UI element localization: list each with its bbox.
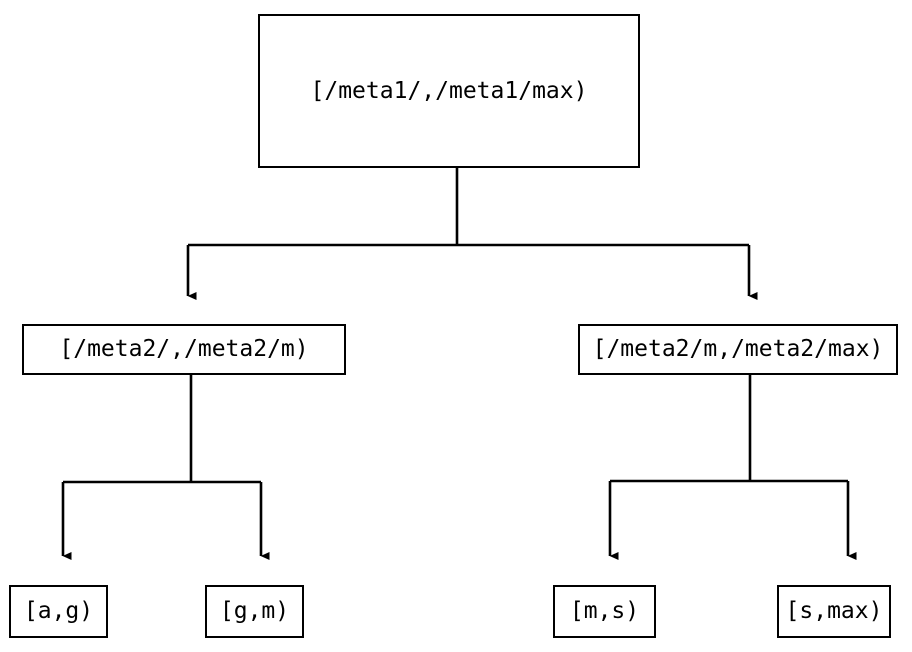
node-mid-left[interactable]: [/meta2/,/meta2/m) bbox=[22, 324, 346, 375]
node-leaf-a-g[interactable]: [a,g) bbox=[9, 585, 108, 638]
edge-mid-left-to-leaves bbox=[61, 375, 270, 560]
node-root-label: [/meta1/,/meta1/max) bbox=[310, 77, 588, 104]
node-leaf-a-g-label: [a,g) bbox=[23, 598, 94, 624]
node-root[interactable]: [/meta1/,/meta1/max) bbox=[258, 14, 640, 168]
node-leaf-s-max-label: [s,max) bbox=[785, 598, 883, 624]
edge-root-to-mid-left bbox=[186, 168, 749, 300]
edge-mid-right-to-leaves bbox=[608, 375, 857, 560]
node-leaf-s-max[interactable]: [s,max) bbox=[777, 585, 891, 638]
node-mid-left-label: [/meta2/,/meta2/m) bbox=[59, 336, 309, 362]
node-leaf-g-m[interactable]: [g,m) bbox=[205, 585, 304, 638]
node-leaf-m-s-label: [m,s) bbox=[569, 598, 640, 624]
node-mid-right[interactable]: [/meta2/m,/meta2/max) bbox=[578, 324, 898, 375]
node-leaf-m-s[interactable]: [m,s) bbox=[553, 585, 656, 638]
node-mid-right-label: [/meta2/m,/meta2/max) bbox=[592, 336, 884, 362]
node-leaf-g-m-label: [g,m) bbox=[219, 598, 290, 624]
